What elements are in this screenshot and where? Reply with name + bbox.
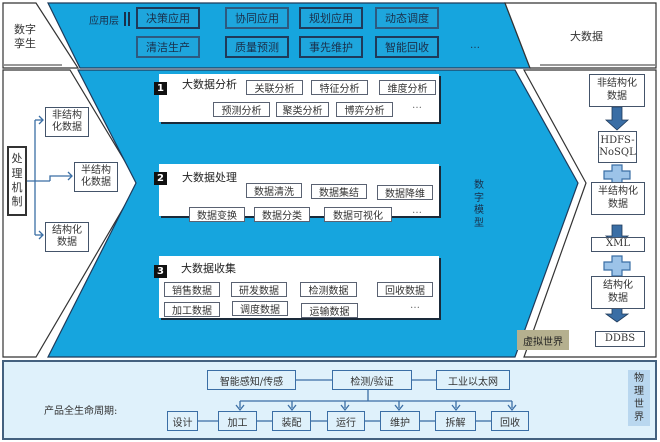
flow-semistructured-data: 半结构化 数据 (591, 182, 645, 215)
panel-number-1: 1 (154, 82, 167, 95)
app-layer-ellipsis: … (470, 40, 480, 51)
panel-number-2: 2 (154, 172, 167, 185)
app-box-clean-production: 清洁生产 (136, 36, 200, 58)
app-box-decision: 决策应用 (136, 7, 200, 29)
app-layer-label: 应用层 (89, 16, 119, 27)
flow-xml: XML (591, 237, 645, 252)
semistructured-data-box: 半结构 化数据 (74, 162, 118, 192)
tag-feature-analysis: 特征分析 (311, 80, 368, 95)
unstructured-data-box: 非结构 化数据 (45, 107, 89, 137)
tag-data-cleaning: 数据清洗 (246, 183, 302, 198)
digital-twin-label: 数字 孪生 (14, 23, 36, 50)
panel-title-analysis: 大数据分析 (182, 78, 237, 91)
industrial-ethernet-box: 工业以太网 (436, 370, 510, 390)
app-box-planning: 规划应用 (299, 7, 363, 29)
lifecycle-label: 产品全生命周期: (44, 406, 118, 417)
app-box-preventive-maintenance: 事先维护 (299, 36, 363, 58)
digital-model-label: 数 字 模 型 (474, 180, 484, 229)
panel-number-3: 3 (154, 265, 167, 278)
tag-prediction-analysis: 预测分析 (213, 102, 270, 117)
tag-association-analysis: 关联分析 (246, 80, 303, 95)
stage-design: 设计 (167, 411, 198, 431)
tag-dimension-reduction: 数据降维 (377, 185, 433, 200)
smart-sensing-box: 智能感知/传感 (207, 370, 296, 390)
tag-data-transformation: 数据变换 (189, 207, 245, 222)
inspection-verification-box: 检测/验证 (332, 370, 412, 390)
tag-inspection-data: 检测数据 (300, 282, 357, 297)
app-box-collaboration: 协同应用 (225, 7, 289, 29)
physical-world-label: 物 理 世 界 (628, 370, 650, 426)
stage-operation: 运行 (327, 411, 365, 431)
flow-structured-data: 结构化 数据 (591, 276, 645, 309)
stage-assembly: 装配 (272, 411, 311, 431)
tag-game-analysis: 博弈分析 (336, 102, 393, 117)
stage-disassembly: 拆解 (435, 411, 476, 431)
tag-scheduling-data: 调度数据 (232, 301, 288, 316)
structured-data-box: 结构化 数据 (45, 222, 89, 252)
virtual-world-badge: 虚拟世界 (517, 330, 569, 350)
big-data-label: 大数据 (570, 30, 603, 43)
tag-recycling-data: 回收数据 (377, 282, 433, 297)
tag-sales-data: 销售数据 (164, 282, 220, 297)
flow-hdfs-nosql: HDFS- NoSQL (598, 131, 637, 163)
panel-title-processing: 大数据处理 (182, 171, 237, 184)
flow-ddbs: DDBS (595, 331, 645, 347)
flow-unstructured-data: 非结构化 数据 (589, 74, 645, 107)
app-layer-divider-icon (124, 12, 130, 26)
tag-dimension-analysis: 维度分析 (379, 80, 436, 95)
tag-rnd-data: 研发数据 (231, 282, 287, 297)
panel1-ellipsis: … (412, 100, 422, 111)
tag-data-classification: 数据分类 (254, 207, 310, 222)
processing-mechanism-box: 处 理 机 制 (7, 146, 27, 216)
app-box-quality-prediction: 质量预测 (225, 36, 289, 58)
app-box-dynamic-scheduling: 动态调度 (375, 7, 439, 29)
tag-data-aggregation: 数据集结 (311, 184, 367, 199)
panel-title-collection: 大数据收集 (181, 262, 236, 275)
tag-cluster-analysis: 聚类分析 (276, 102, 329, 117)
tag-data-visualization: 数据可视化 (324, 207, 392, 222)
tag-processing-data: 加工数据 (164, 302, 220, 317)
app-box-smart-recycling: 智能回收 (375, 36, 439, 58)
stage-processing: 加工 (218, 411, 257, 431)
panel2-ellipsis: … (412, 205, 422, 216)
stage-maintenance: 维护 (380, 411, 420, 431)
tag-transport-data: 运输数据 (301, 303, 358, 318)
stage-recycling: 回收 (491, 411, 529, 431)
panel3-ellipsis: … (410, 300, 420, 311)
